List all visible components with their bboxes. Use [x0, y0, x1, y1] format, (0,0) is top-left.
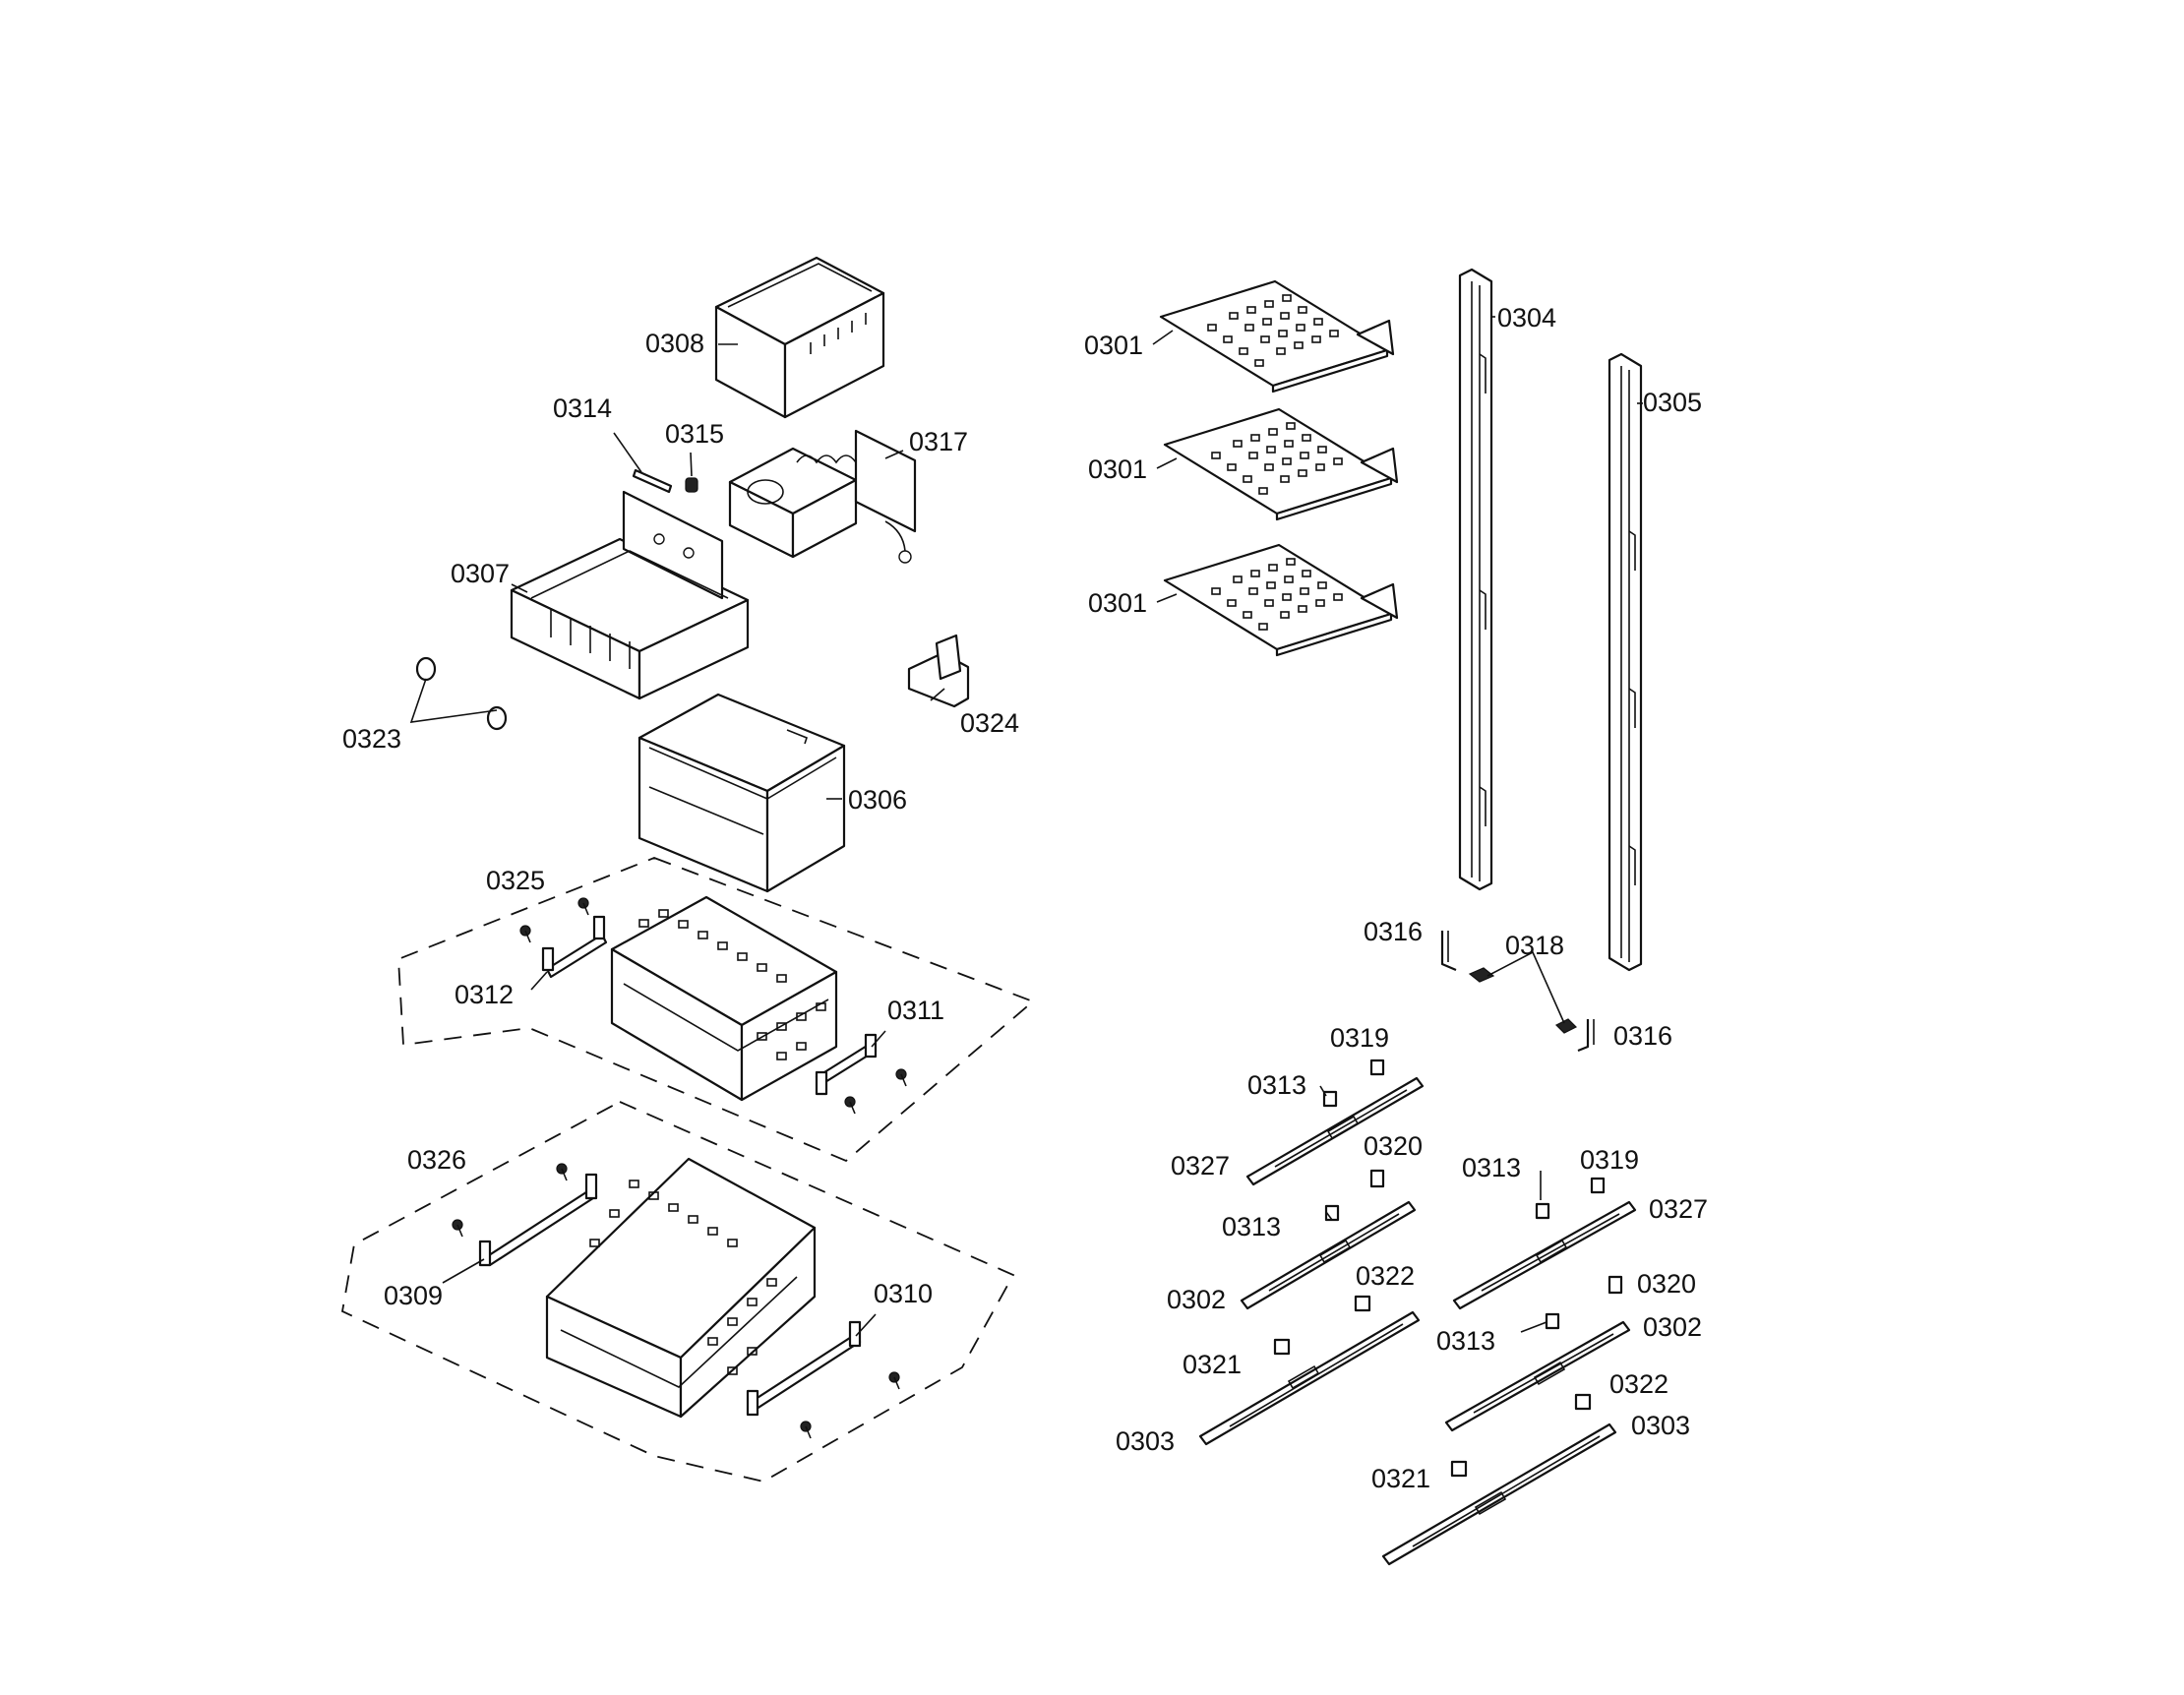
callout-0319-left: 0319 [1330, 1023, 1389, 1053]
part-0302-slide-left [1240, 1200, 1417, 1310]
callout-0305: 0305 [1643, 388, 1702, 417]
callout-0321-right: 0321 [1371, 1464, 1430, 1493]
callout-0303-right: 0303 [1631, 1411, 1690, 1440]
part-0316-bracket-left [1440, 931, 1457, 972]
callout-0319-right: 0319 [1580, 1145, 1639, 1175]
part-0318-clip-b [1554, 1018, 1578, 1034]
outline-0326-group [340, 1100, 1015, 1483]
callout-0307: 0307 [451, 559, 510, 588]
part-0301-shelf-top [1159, 279, 1395, 393]
callout-0325: 0325 [486, 866, 545, 895]
part-0305-vertical-rail [1608, 352, 1643, 972]
callout-0320-right: 0320 [1637, 1269, 1696, 1299]
leader-lines [409, 316, 1643, 1337]
part-0311-rail-right [815, 1033, 878, 1096]
callout-0304: 0304 [1497, 303, 1556, 333]
part-0325-wire-basket [610, 895, 838, 1102]
callout-0308: 0308 [645, 329, 704, 358]
part-0301-shelf-bottom [1163, 543, 1399, 657]
callout-0302-left: 0302 [1167, 1285, 1226, 1314]
callout-0301-top: 0301 [1084, 331, 1143, 360]
part-0306-bin [637, 693, 846, 893]
part-0308-ice-box [714, 256, 885, 419]
part-0312-rail-left [541, 915, 608, 979]
callout-0311: 0311 [887, 996, 944, 1025]
callout-0316-left: 0316 [1364, 917, 1423, 946]
callout-labels: 0308 0314 0315 0317 0307 0323 0324 0306 … [342, 303, 1708, 1493]
part-0303-slide-right [1381, 1423, 1617, 1566]
part-0314-arm [632, 468, 673, 494]
callout-0322-right: 0322 [1609, 1369, 1668, 1399]
part-clips [1273, 1059, 1623, 1478]
part-0318-clip [1468, 967, 1495, 983]
callout-0310: 0310 [874, 1279, 933, 1308]
callout-0322-left: 0322 [1356, 1261, 1415, 1291]
callout-0326: 0326 [407, 1145, 466, 1175]
callout-0306: 0306 [848, 785, 907, 815]
part-0310-rail-right [746, 1320, 862, 1417]
callout-0317: 0317 [909, 427, 968, 456]
callout-0315: 0315 [665, 419, 724, 449]
callout-0313-c: 0313 [1462, 1153, 1521, 1182]
screws-0325 [519, 897, 907, 1115]
callout-0303-left: 0303 [1116, 1426, 1175, 1456]
callout-0313-a: 0313 [1247, 1070, 1306, 1100]
callout-0327-left: 0327 [1171, 1151, 1230, 1180]
part-0301-shelf-middle [1163, 407, 1399, 521]
part-0303-slide-left [1198, 1310, 1421, 1446]
part-0307-tray [510, 490, 750, 700]
part-0327-slide-left [1245, 1076, 1425, 1186]
callout-0314: 0314 [553, 393, 612, 423]
callout-0301-middle: 0301 [1088, 454, 1147, 484]
callout-0321-left: 0321 [1183, 1350, 1242, 1379]
part-0323-bumpers [415, 656, 508, 731]
part-0317-ice-maker [728, 429, 917, 564]
part-0302-slide-right [1444, 1320, 1631, 1432]
part-0326-wire-basket [545, 1157, 817, 1419]
callout-0302-right: 0302 [1643, 1312, 1702, 1342]
callout-0309: 0309 [384, 1281, 443, 1310]
callout-0301-bottom: 0301 [1088, 588, 1147, 618]
callout-0312: 0312 [455, 980, 514, 1009]
callout-0323: 0323 [342, 724, 401, 754]
callout-0324: 0324 [960, 708, 1019, 738]
part-0315-clip [685, 477, 698, 493]
callout-0327-right: 0327 [1649, 1194, 1708, 1224]
part-0316-bracket-right [1577, 1019, 1595, 1053]
part-0327-slide-right [1452, 1200, 1637, 1310]
part-0304-vertical-rail [1458, 268, 1493, 891]
callout-0320-left: 0320 [1364, 1131, 1423, 1161]
screws-0326 [452, 1163, 900, 1439]
callout-0313-b: 0313 [1222, 1212, 1281, 1241]
callout-0318: 0318 [1505, 931, 1564, 960]
callout-0316-right: 0316 [1613, 1021, 1672, 1051]
part-0324-bracket [907, 634, 970, 708]
part-0309-rail-left [478, 1173, 598, 1267]
callout-0313-d: 0313 [1436, 1326, 1495, 1356]
